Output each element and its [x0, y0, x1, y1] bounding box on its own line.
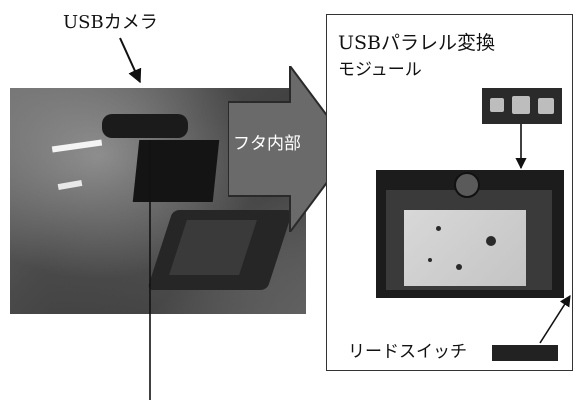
lid-device-photo	[376, 170, 564, 298]
camera-leader-arrow	[119, 37, 142, 84]
camera-photo-detail	[102, 114, 188, 138]
reed-switch-photo	[492, 345, 558, 361]
chip	[490, 98, 504, 112]
lid-interior-label: フタ内部	[233, 134, 301, 154]
device-knob	[454, 172, 480, 198]
device-screen	[404, 210, 526, 286]
reed-switch-label: リードスイッチ	[348, 342, 467, 362]
usb-camera-label: USBカメラ	[63, 12, 158, 33]
chip	[512, 96, 530, 114]
usb-parallel-module-label-2: モジュール	[338, 60, 422, 80]
screen-dot	[428, 258, 432, 262]
screen-dot	[436, 226, 441, 231]
chip	[538, 98, 554, 114]
right-arrow-icon	[228, 66, 352, 232]
usb-parallel-module-label: USBパラレル変換	[338, 32, 495, 54]
screen-dot	[486, 236, 496, 246]
usb-parallel-module-photo	[482, 88, 562, 124]
reed-switch-leader-arrow	[539, 295, 571, 344]
screen-dot	[456, 264, 462, 270]
